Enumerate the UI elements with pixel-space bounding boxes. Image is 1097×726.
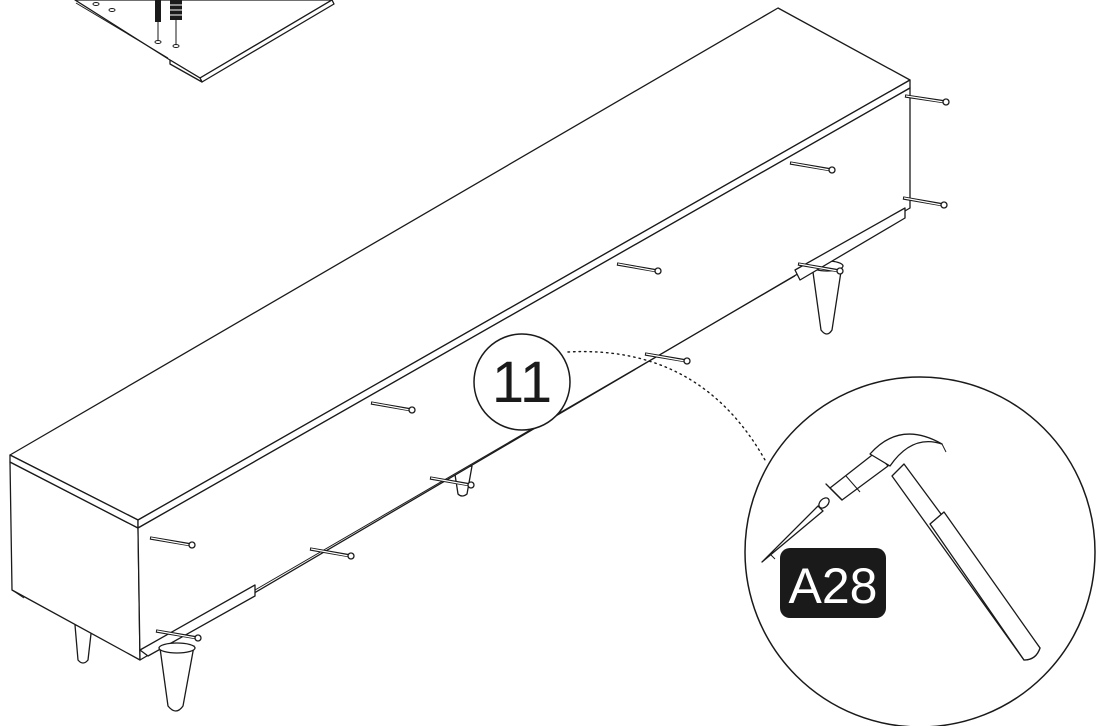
nail-icon (902, 196, 948, 209)
nail-icon (904, 94, 950, 106)
nail-icon (155, 629, 202, 642)
top-panel-fragment (74, 0, 335, 83)
nails-group (149, 94, 950, 642)
nail-icon (370, 401, 416, 414)
hammer-icon (825, 433, 1041, 661)
step-number: 11 (492, 350, 552, 415)
tv-stand-leg (158, 642, 196, 712)
part-label-text: A28 (789, 558, 878, 614)
nail-icon (616, 262, 662, 275)
nail-icon (149, 536, 196, 549)
nail-icon (644, 352, 691, 365)
cam-bolt-icon (155, 0, 182, 44)
part-label: A28 (780, 548, 886, 618)
nail-icon (309, 547, 355, 560)
nail-icon (761, 497, 830, 563)
nail-icon (789, 161, 836, 174)
nail-icon (429, 476, 475, 489)
detail-callout: A28 (744, 376, 1096, 726)
nail-icon (797, 262, 844, 275)
tv-stand-leg (74, 624, 93, 664)
step-number-badge: 11 (473, 333, 571, 431)
